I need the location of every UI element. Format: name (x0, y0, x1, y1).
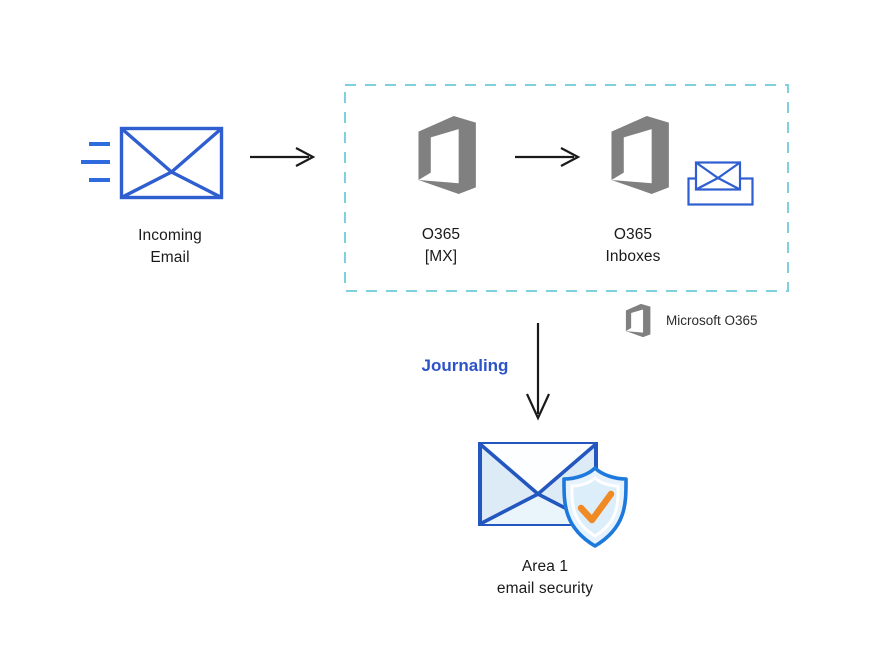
incoming-email-label: Incoming Email (138, 227, 202, 266)
o365-boundary-dashed-box (344, 84, 789, 292)
legend-microsoft-o365: Microsoft O365 (621, 301, 758, 340)
incoming-email-envelope-icon (81, 126, 224, 200)
office-logo-icon (418, 116, 476, 194)
arrow-down-icon (526, 323, 550, 421)
inbox-tray-envelope-icon (687, 161, 754, 206)
office-logo-icon (625, 303, 651, 338)
envelope-shield-check-icon (478, 442, 628, 548)
arrow-right-icon (250, 147, 316, 167)
o365-inboxes-label: O365 Inboxes (605, 226, 661, 265)
area1-email-security-label: Area 1 email security (496, 558, 594, 597)
o365-mx-label: O365 [MX] (421, 226, 461, 265)
legend-label: Microsoft O365 (666, 313, 758, 328)
arrow-right-icon (515, 147, 581, 167)
office-logo-icon (611, 116, 669, 194)
journaling-label: Journaling (421, 356, 509, 375)
